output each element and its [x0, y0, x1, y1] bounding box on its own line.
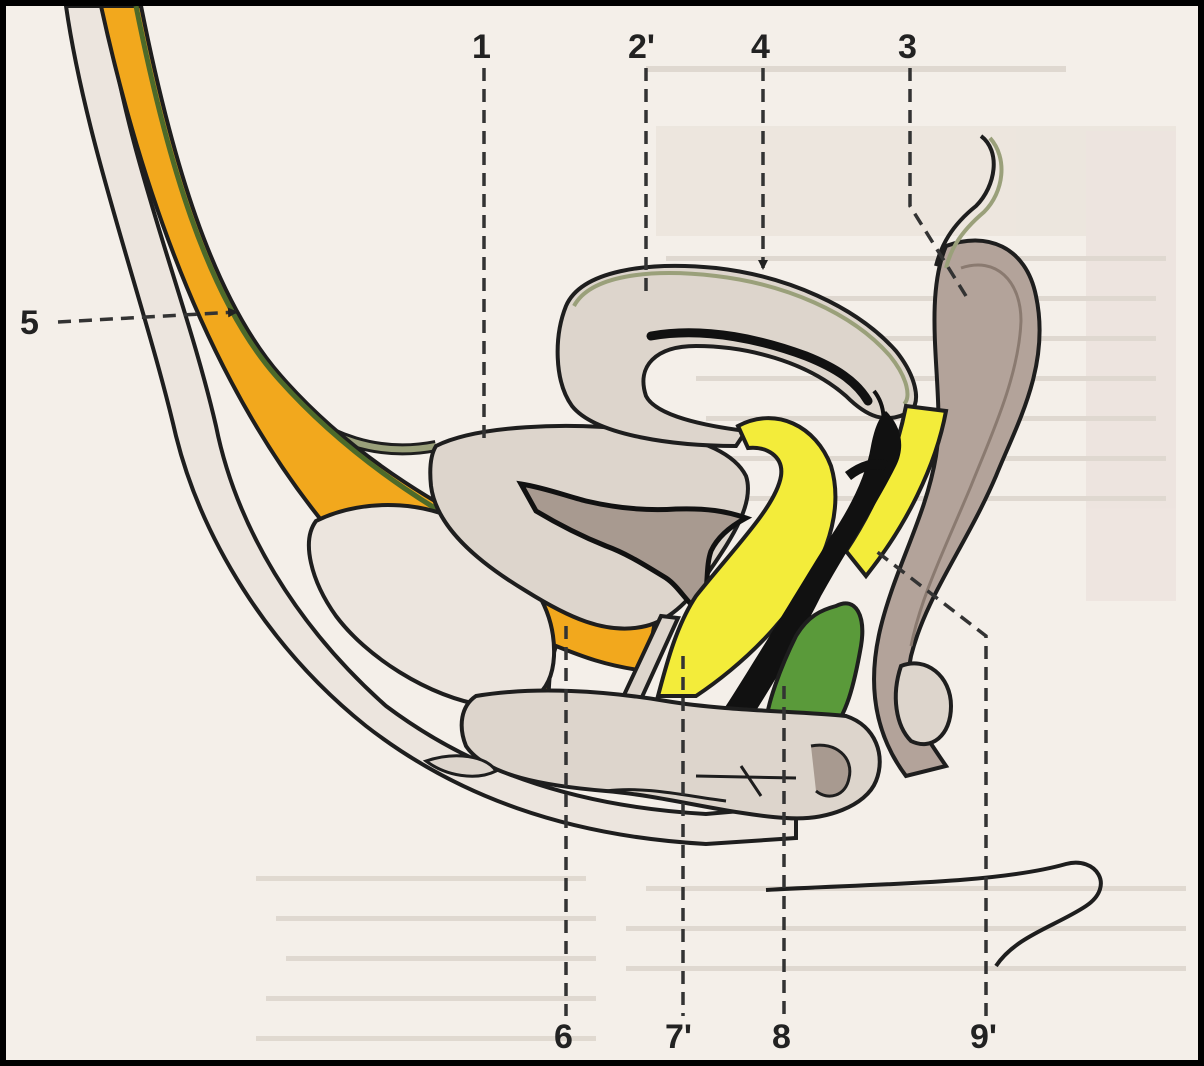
label-6: 6: [554, 1018, 573, 1056]
label-9-prime: 9': [970, 1018, 997, 1056]
label-8: 8: [772, 1018, 791, 1056]
label-1: 1: [472, 28, 491, 66]
label-2-prime: 2': [628, 28, 655, 66]
anatomy-diagram: 1 2' 4 3 5 6 7' 8 9': [6, 6, 1198, 1060]
label-5: 5: [20, 304, 39, 342]
label-7-prime: 7': [665, 1018, 692, 1056]
label-3: 3: [898, 28, 917, 66]
label-1-group: 1: [472, 28, 491, 446]
diagram-frame: 1 2' 4 3 5 6 7' 8 9': [6, 6, 1198, 1060]
label-4: 4: [751, 28, 770, 66]
